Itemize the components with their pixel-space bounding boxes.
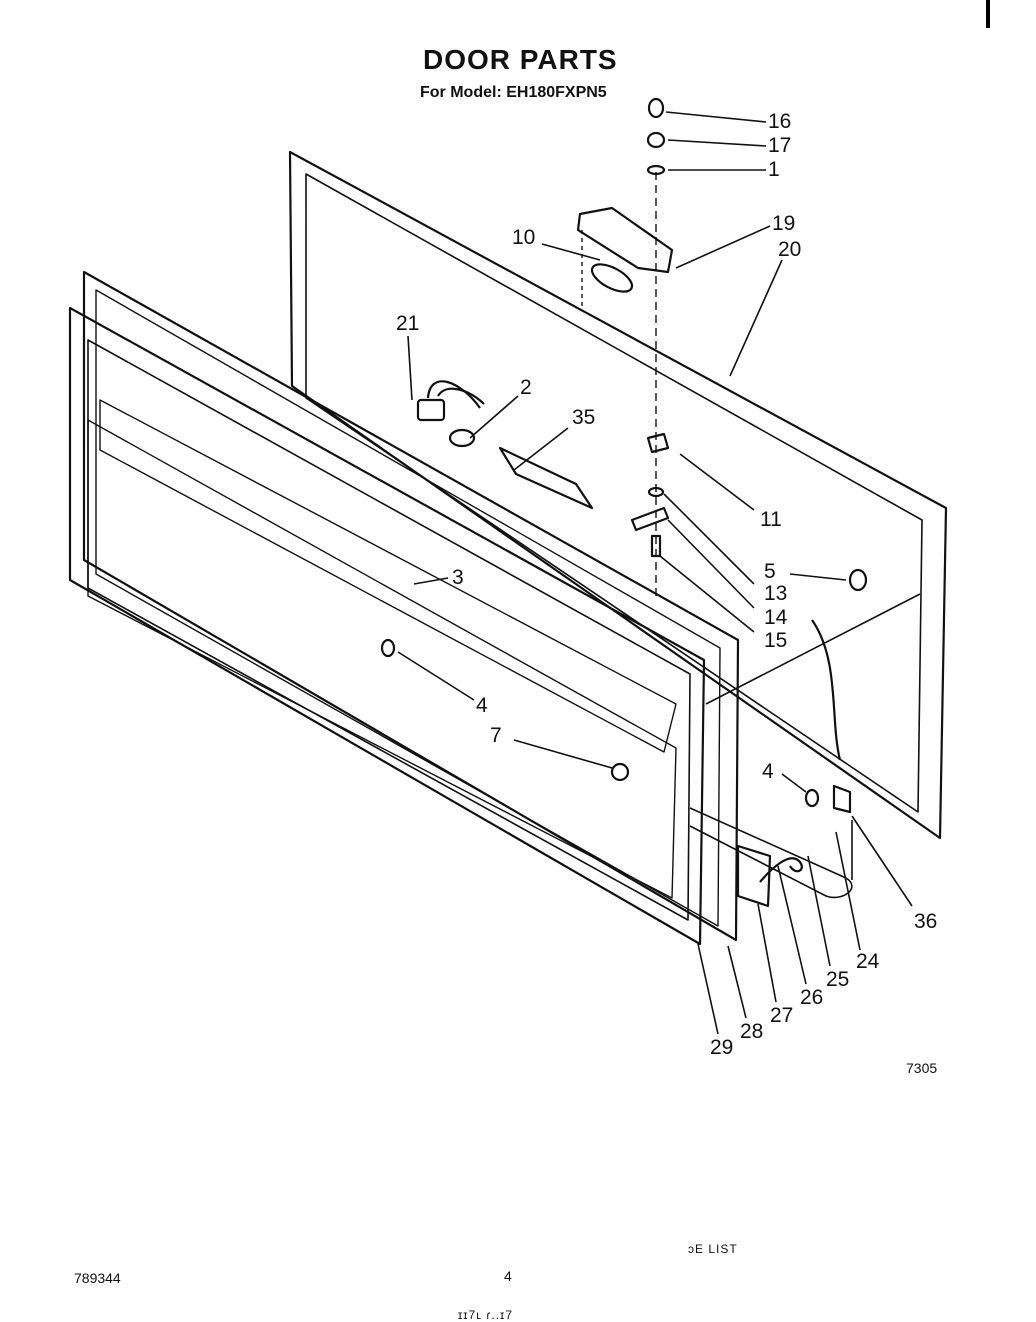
callout-21: 21	[396, 312, 419, 335]
callout-3: 3	[452, 566, 464, 589]
lock-assembly	[576, 97, 674, 596]
door-liner-frame	[288, 150, 948, 840]
callout-27: 27	[770, 1004, 793, 1027]
callout-1: 1	[768, 158, 780, 181]
callout-7: 7	[490, 724, 502, 747]
page-edge-mark	[986, 0, 990, 28]
callout-35: 35	[572, 406, 595, 429]
callout-19: 19	[772, 212, 795, 235]
callout-4-lower: 4	[762, 760, 774, 783]
callout-11: 11	[760, 508, 782, 531]
callout-24: 24	[856, 950, 880, 973]
callout-25: 25	[826, 968, 849, 991]
callout-14: 14	[764, 606, 788, 629]
callout-5: 5	[764, 560, 776, 583]
price-list-label: ɔE LIST	[688, 1242, 738, 1256]
callout-20: 20	[778, 238, 801, 261]
callout-28: 28	[740, 1020, 763, 1043]
handwritten-note: ɪɪ7ʟ ɾ..ɪ7	[458, 1308, 514, 1322]
page-title: DOOR PARTS	[423, 44, 618, 75]
page-number: 4	[504, 1268, 512, 1284]
callout-17: 17	[768, 134, 791, 157]
leader-lines	[397, 111, 921, 1035]
callout-13: 13	[764, 582, 787, 605]
door-switch	[416, 380, 594, 510]
figure-number: 7305	[906, 1060, 938, 1076]
callout-4: 4	[476, 694, 488, 717]
callout-2: 2	[520, 376, 532, 399]
heater-assembly	[380, 568, 868, 908]
callout-26: 26	[800, 986, 823, 1009]
model-subtitle: For Model: EH180FXPN5	[420, 84, 607, 101]
callout-15: 15	[764, 629, 787, 652]
callout-labels: 16 17 1 19 20 10 21 2 35 11 5 13 14 15 3…	[396, 110, 937, 1059]
callout-36: 36	[914, 910, 937, 933]
part-number: 789344	[74, 1270, 121, 1286]
callout-29: 29	[710, 1036, 733, 1059]
outer-door-panel	[82, 270, 740, 942]
callout-16: 16	[768, 110, 791, 133]
door-gasket	[68, 306, 706, 946]
callout-10: 10	[512, 226, 535, 249]
